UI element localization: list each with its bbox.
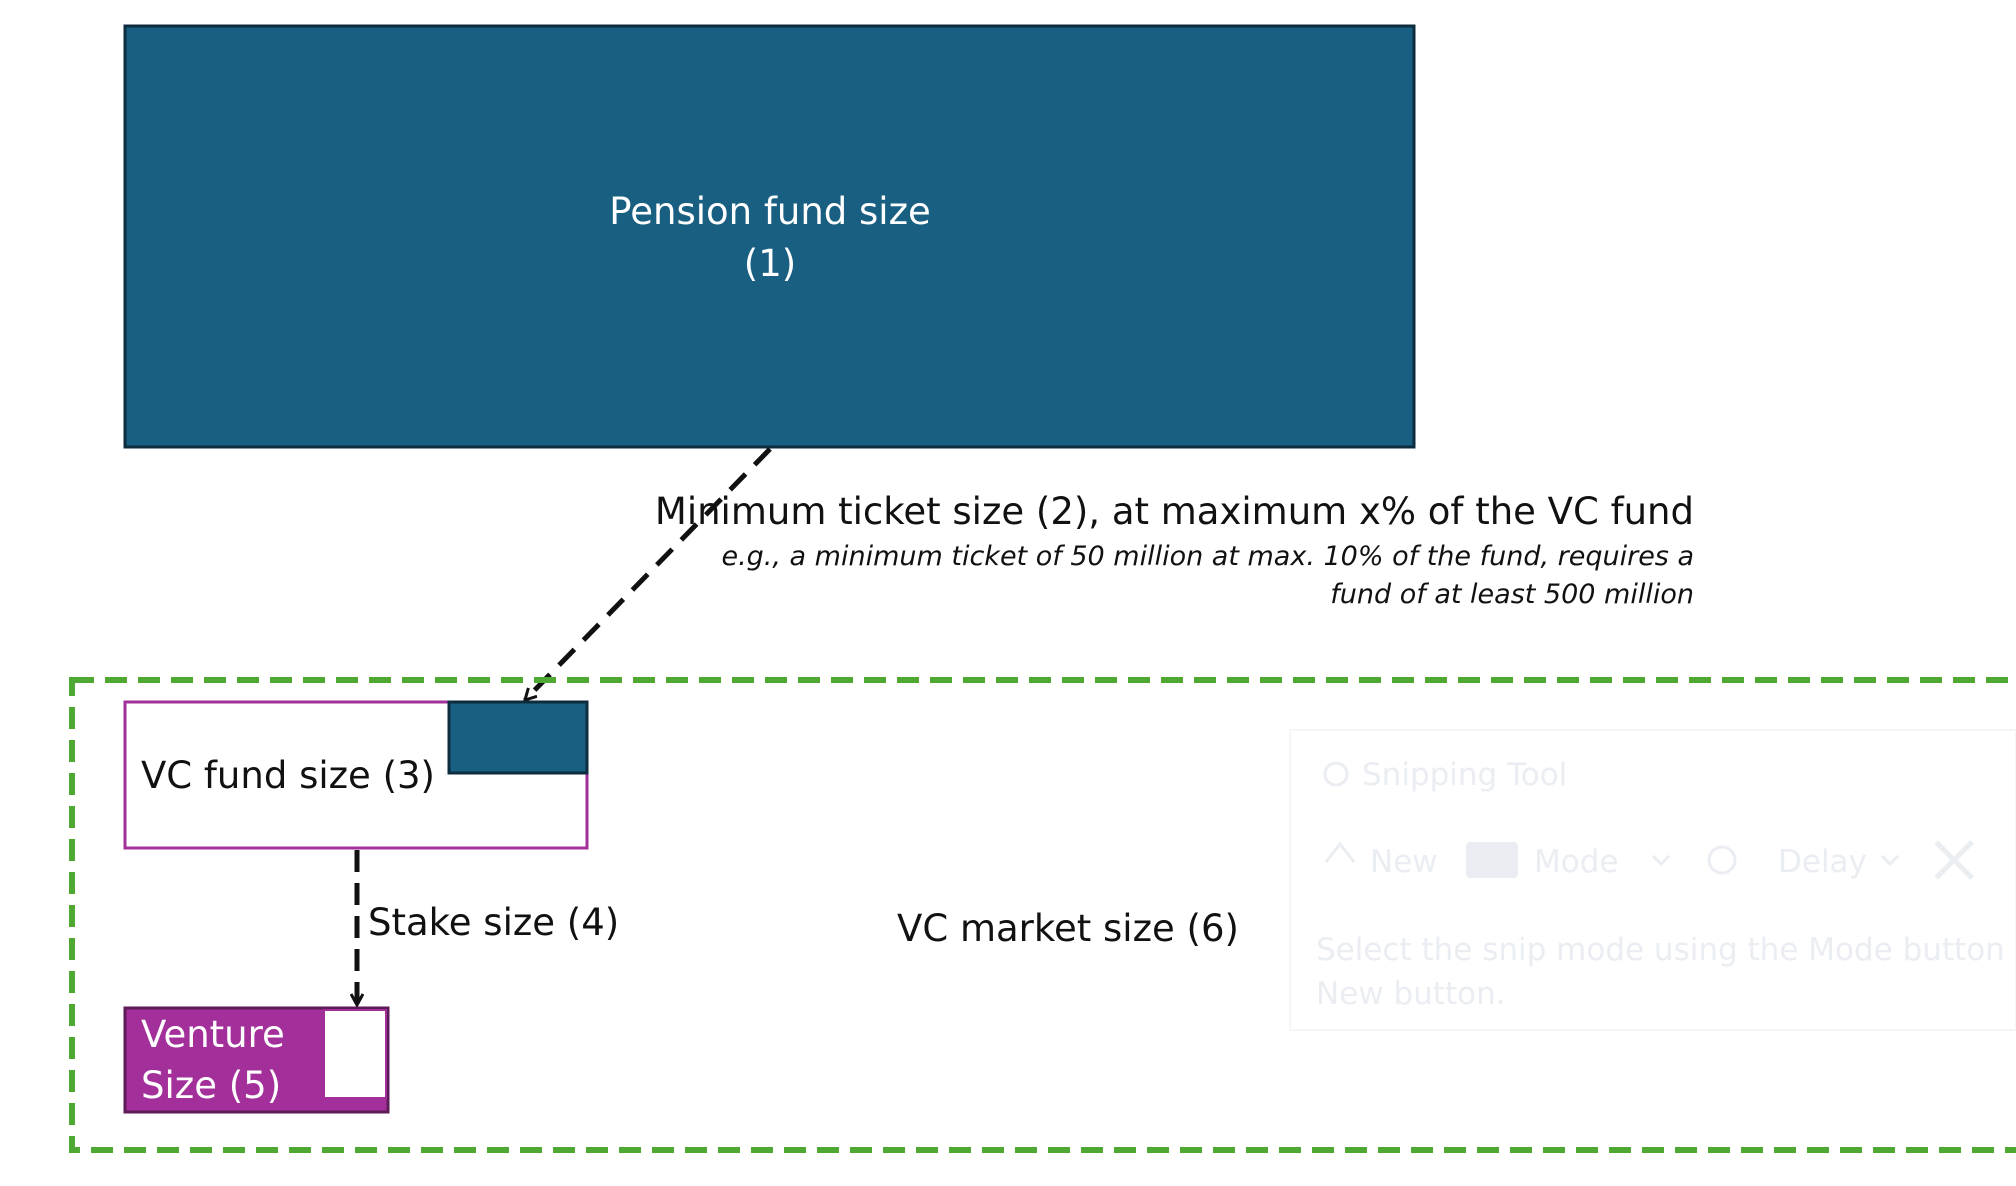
pension-fund-number: (1)	[744, 242, 796, 285]
scissors-icon	[1323, 761, 1349, 787]
venture-label-line2: Size (5)	[141, 1064, 281, 1107]
overlay-cancel-button[interactable]	[1934, 840, 1974, 880]
snipping-tool-overlay: Snipping Tool New Mode Delay Select the …	[1289, 729, 2016, 1031]
pension-fund-title: Pension fund size	[609, 190, 931, 233]
delay-chevron-down-icon	[1880, 854, 1900, 867]
overlay-new-button[interactable]: New	[1324, 841, 1438, 880]
pension-fund-box: Pension fund size (1)	[123, 24, 1416, 449]
overlay-delay-button[interactable]: Delay	[1707, 844, 1900, 880]
new-snip-icon	[1324, 841, 1356, 863]
overlay-new-label: New	[1370, 844, 1438, 880]
overlay-title: Snipping Tool	[1362, 757, 1567, 793]
cancel-x-icon	[1934, 840, 1974, 880]
vc-market-boundary	[69, 677, 2016, 1153]
overlay-hint-line1: Select the snip mode using the Mode butt…	[1316, 932, 2016, 968]
ticket-arrow	[525, 447, 772, 700]
overlay-mode-label: Mode	[1534, 844, 1618, 880]
ticket-note-line1: e.g., a minimum ticket of 50 million at …	[721, 541, 1694, 572]
stake-label: Stake size (4)	[368, 901, 619, 944]
stake-share-rect	[323, 1009, 387, 1099]
venture-box: Venture Size (5)	[123, 1006, 390, 1114]
vc-fund-label: VC fund size (3)	[141, 754, 435, 797]
ticket-share-rect	[447, 700, 589, 775]
pension-fund-rect	[123, 24, 1416, 449]
mode-icon	[1466, 842, 1518, 878]
ticket-label: Minimum ticket size (2), at maximum x% o…	[655, 490, 1694, 533]
overlay-panel	[1289, 729, 2016, 1031]
vc-market-label: VC market size (6)	[897, 907, 1239, 950]
overlay-mode-button[interactable]: Mode	[1466, 842, 1671, 880]
overlay-delay-label: Delay	[1778, 844, 1867, 880]
mode-chevron-down-icon	[1651, 854, 1671, 867]
ticket-note-line2: fund of at least 500 million	[1330, 579, 1694, 610]
overlay-hint-line2: New button.	[1316, 976, 1506, 1012]
vc-fund-box: VC fund size (3)	[123, 700, 589, 850]
venture-label-line1: Venture	[141, 1013, 285, 1056]
delay-clock-icon	[1707, 845, 1737, 875]
